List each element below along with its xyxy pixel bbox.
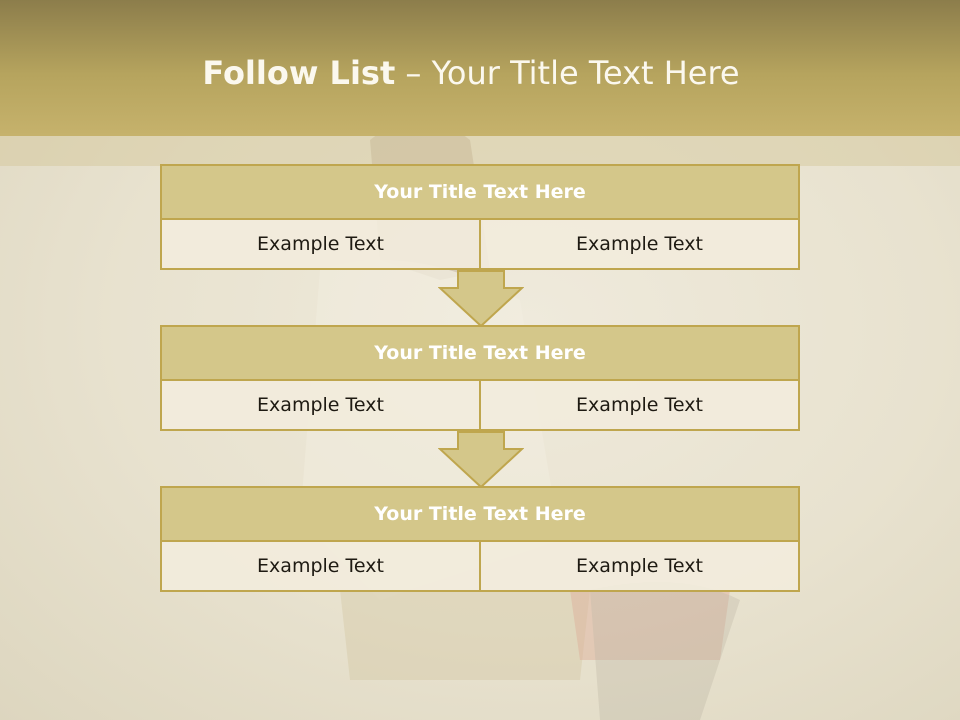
list-block-2: Your Title Text Here Example Text Exampl…: [160, 325, 800, 431]
block-row: Example Text Example Text: [160, 381, 800, 431]
block-cell-left: Example Text: [160, 381, 481, 431]
list-block-3: Your Title Text Here Example Text Exampl…: [160, 486, 800, 592]
title-bold-part: Follow List: [202, 54, 396, 92]
block-cell-right: Example Text: [481, 220, 800, 270]
block-row: Example Text Example Text: [160, 542, 800, 592]
block-cell-left: Example Text: [160, 220, 481, 270]
block-cell-right: Example Text: [481, 381, 800, 431]
header-strip: [0, 136, 960, 166]
block-title: Your Title Text Here: [160, 325, 800, 381]
block-title: Your Title Text Here: [160, 164, 800, 220]
page-title: Follow List – Your Title Text Here: [0, 54, 942, 92]
block-title: Your Title Text Here: [160, 486, 800, 542]
down-arrow-icon: [438, 270, 524, 328]
block-cell-right: Example Text: [481, 542, 800, 592]
block-cell-left: Example Text: [160, 542, 481, 592]
list-block-1: Your Title Text Here Example Text Exampl…: [160, 164, 800, 270]
header-band: [0, 0, 960, 136]
down-arrow-icon: [438, 431, 524, 489]
block-row: Example Text Example Text: [160, 220, 800, 270]
title-rest-part: – Your Title Text Here: [395, 54, 740, 92]
